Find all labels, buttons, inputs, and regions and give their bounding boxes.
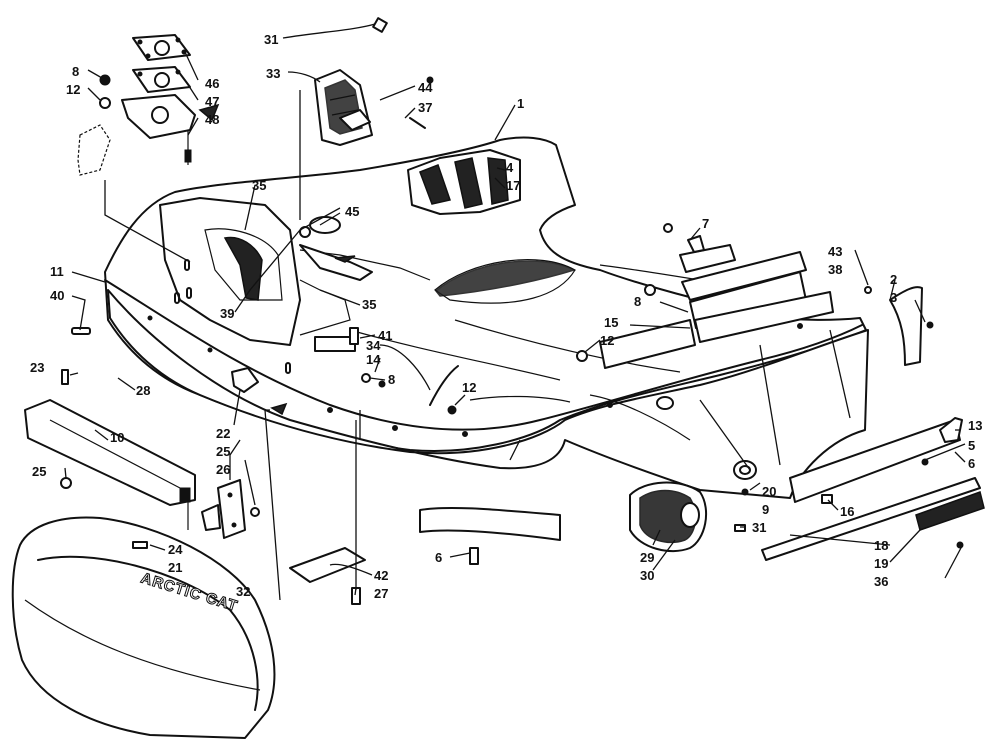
callout-label: 18 [874, 538, 888, 553]
dash-vent-panel [407, 149, 521, 215]
callout-label: 12 [462, 380, 476, 395]
callout-label: 9 [762, 502, 769, 517]
callout-label: 3 [890, 290, 897, 305]
callout-label: 35 [252, 178, 266, 193]
callout-label: 40 [50, 288, 64, 303]
callout-label: 35 [362, 297, 376, 312]
callout-label: 1 [517, 96, 524, 111]
callout-label: 8 [388, 372, 395, 387]
callout-label: 11 [50, 264, 64, 279]
callout-label: 42 [374, 568, 388, 583]
callout-label: 6 [435, 550, 442, 565]
callout-label: 12 [600, 333, 614, 348]
bumper-bracket [201, 479, 260, 539]
callout-label: 45 [345, 204, 359, 219]
callout-label: 31 [752, 520, 766, 535]
callout-label: 25 [32, 464, 46, 479]
callout-label: 31 [264, 32, 278, 47]
callout-label: 33 [266, 66, 280, 81]
callout-label: 4 [506, 160, 514, 175]
callout-label: 24 [168, 542, 183, 557]
callout-label: 29 [640, 550, 654, 565]
callout-label: 2 [890, 272, 897, 287]
callout-labels: 31 33 44 37 1 46 47 48 8 12 35 45 4 17 1… [30, 32, 982, 601]
right-rails [289, 244, 985, 583]
callout-label: 8 [634, 294, 641, 309]
callout-label: 27 [374, 586, 388, 601]
callout-label: 30 [640, 568, 654, 583]
callout-label: 38 [828, 262, 842, 277]
callout-label: 28 [136, 383, 150, 398]
callout-label: 37 [418, 100, 432, 115]
callout-label: 19 [874, 556, 888, 571]
grab-handle [429, 365, 459, 406]
callout-label: 44 [418, 80, 433, 95]
clip-22 [231, 367, 259, 393]
front-nose-cone: ARCTIC CAT [11, 516, 276, 739]
callout-label: 32 [236, 584, 250, 599]
callout-label: 17 [506, 178, 520, 193]
callout-label: 20 [762, 484, 776, 499]
callout-label: 15 [604, 315, 618, 330]
callout-label: 14 [366, 352, 381, 367]
leader-lines [64, 23, 966, 601]
gasket-stack [77, 34, 220, 176]
callout-label: 12 [66, 82, 80, 97]
callout-label: 7 [702, 216, 709, 231]
steering-cover [314, 69, 373, 146]
callout-label: 22 [216, 426, 230, 441]
callout-label: 5 [968, 438, 975, 453]
callout-label: 48 [205, 112, 219, 127]
callout-label: 41 [378, 328, 392, 343]
callout-label: 26 [216, 462, 230, 477]
bellows-boot [629, 481, 708, 553]
callout-label: 36 [874, 574, 888, 589]
callout-label: 39 [220, 306, 234, 321]
hardware-fasteners [60, 17, 964, 605]
callout-label: 8 [72, 64, 79, 79]
callout-label: 16 [840, 504, 854, 519]
front-crossmember [24, 399, 196, 530]
callout-label: 43 [828, 244, 842, 259]
callout-label: 23 [30, 360, 44, 375]
callout-label: 6 [968, 456, 975, 471]
callout-label: 13 [968, 418, 982, 433]
callout-label: 34 [366, 338, 381, 353]
callout-label: 21 [168, 560, 182, 575]
callout-label: 47 [205, 94, 219, 109]
callout-label: 25 [216, 444, 230, 459]
callout-label: 46 [205, 76, 219, 91]
callout-label: 10 [110, 430, 124, 445]
